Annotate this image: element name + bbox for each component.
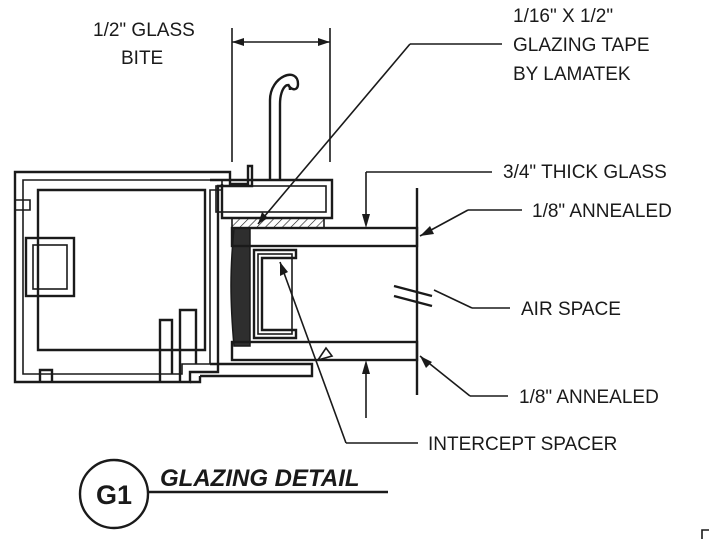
- glass-bite-label-line1: 1/2" GLASS: [93, 20, 195, 41]
- detail-title-block: G1 GLAZING DETAIL: [78, 458, 388, 530]
- annealed-top-label: 1/8" ANNEALED: [532, 201, 672, 222]
- frame-profile: [13, 73, 334, 384]
- corner-mark: [701, 529, 709, 539]
- glass-bite-label-line2: BITE: [121, 48, 163, 69]
- thick-glass-dimension: [362, 171, 492, 418]
- glazing-tape-label-line3: BY LAMATEK: [513, 64, 631, 85]
- intercept-spacer-label: INTERCEPT SPACER: [428, 434, 617, 455]
- annealed-top-leader: [419, 209, 522, 237]
- detail-title: GLAZING DETAIL: [160, 465, 360, 492]
- glazing-tape-label-line1: 1/16" X 1/2": [513, 6, 613, 27]
- thick-glass-label: 3/4" THICK GLASS: [503, 162, 667, 183]
- detail-badge: G1: [96, 480, 132, 510]
- intercept-spacer-leader: [279, 261, 418, 444]
- annealed-bottom-leader: [419, 355, 508, 397]
- air-space-label: AIR SPACE: [521, 299, 621, 320]
- glazing-tape: [231, 217, 325, 229]
- glazing-tape-label-line2: GLAZING TAPE: [513, 35, 650, 56]
- glazing-tape-leader: [257, 43, 502, 225]
- air-space-leader: [393, 284, 510, 309]
- annealed-bottom-label: 1/8" ANNEALED: [519, 387, 659, 408]
